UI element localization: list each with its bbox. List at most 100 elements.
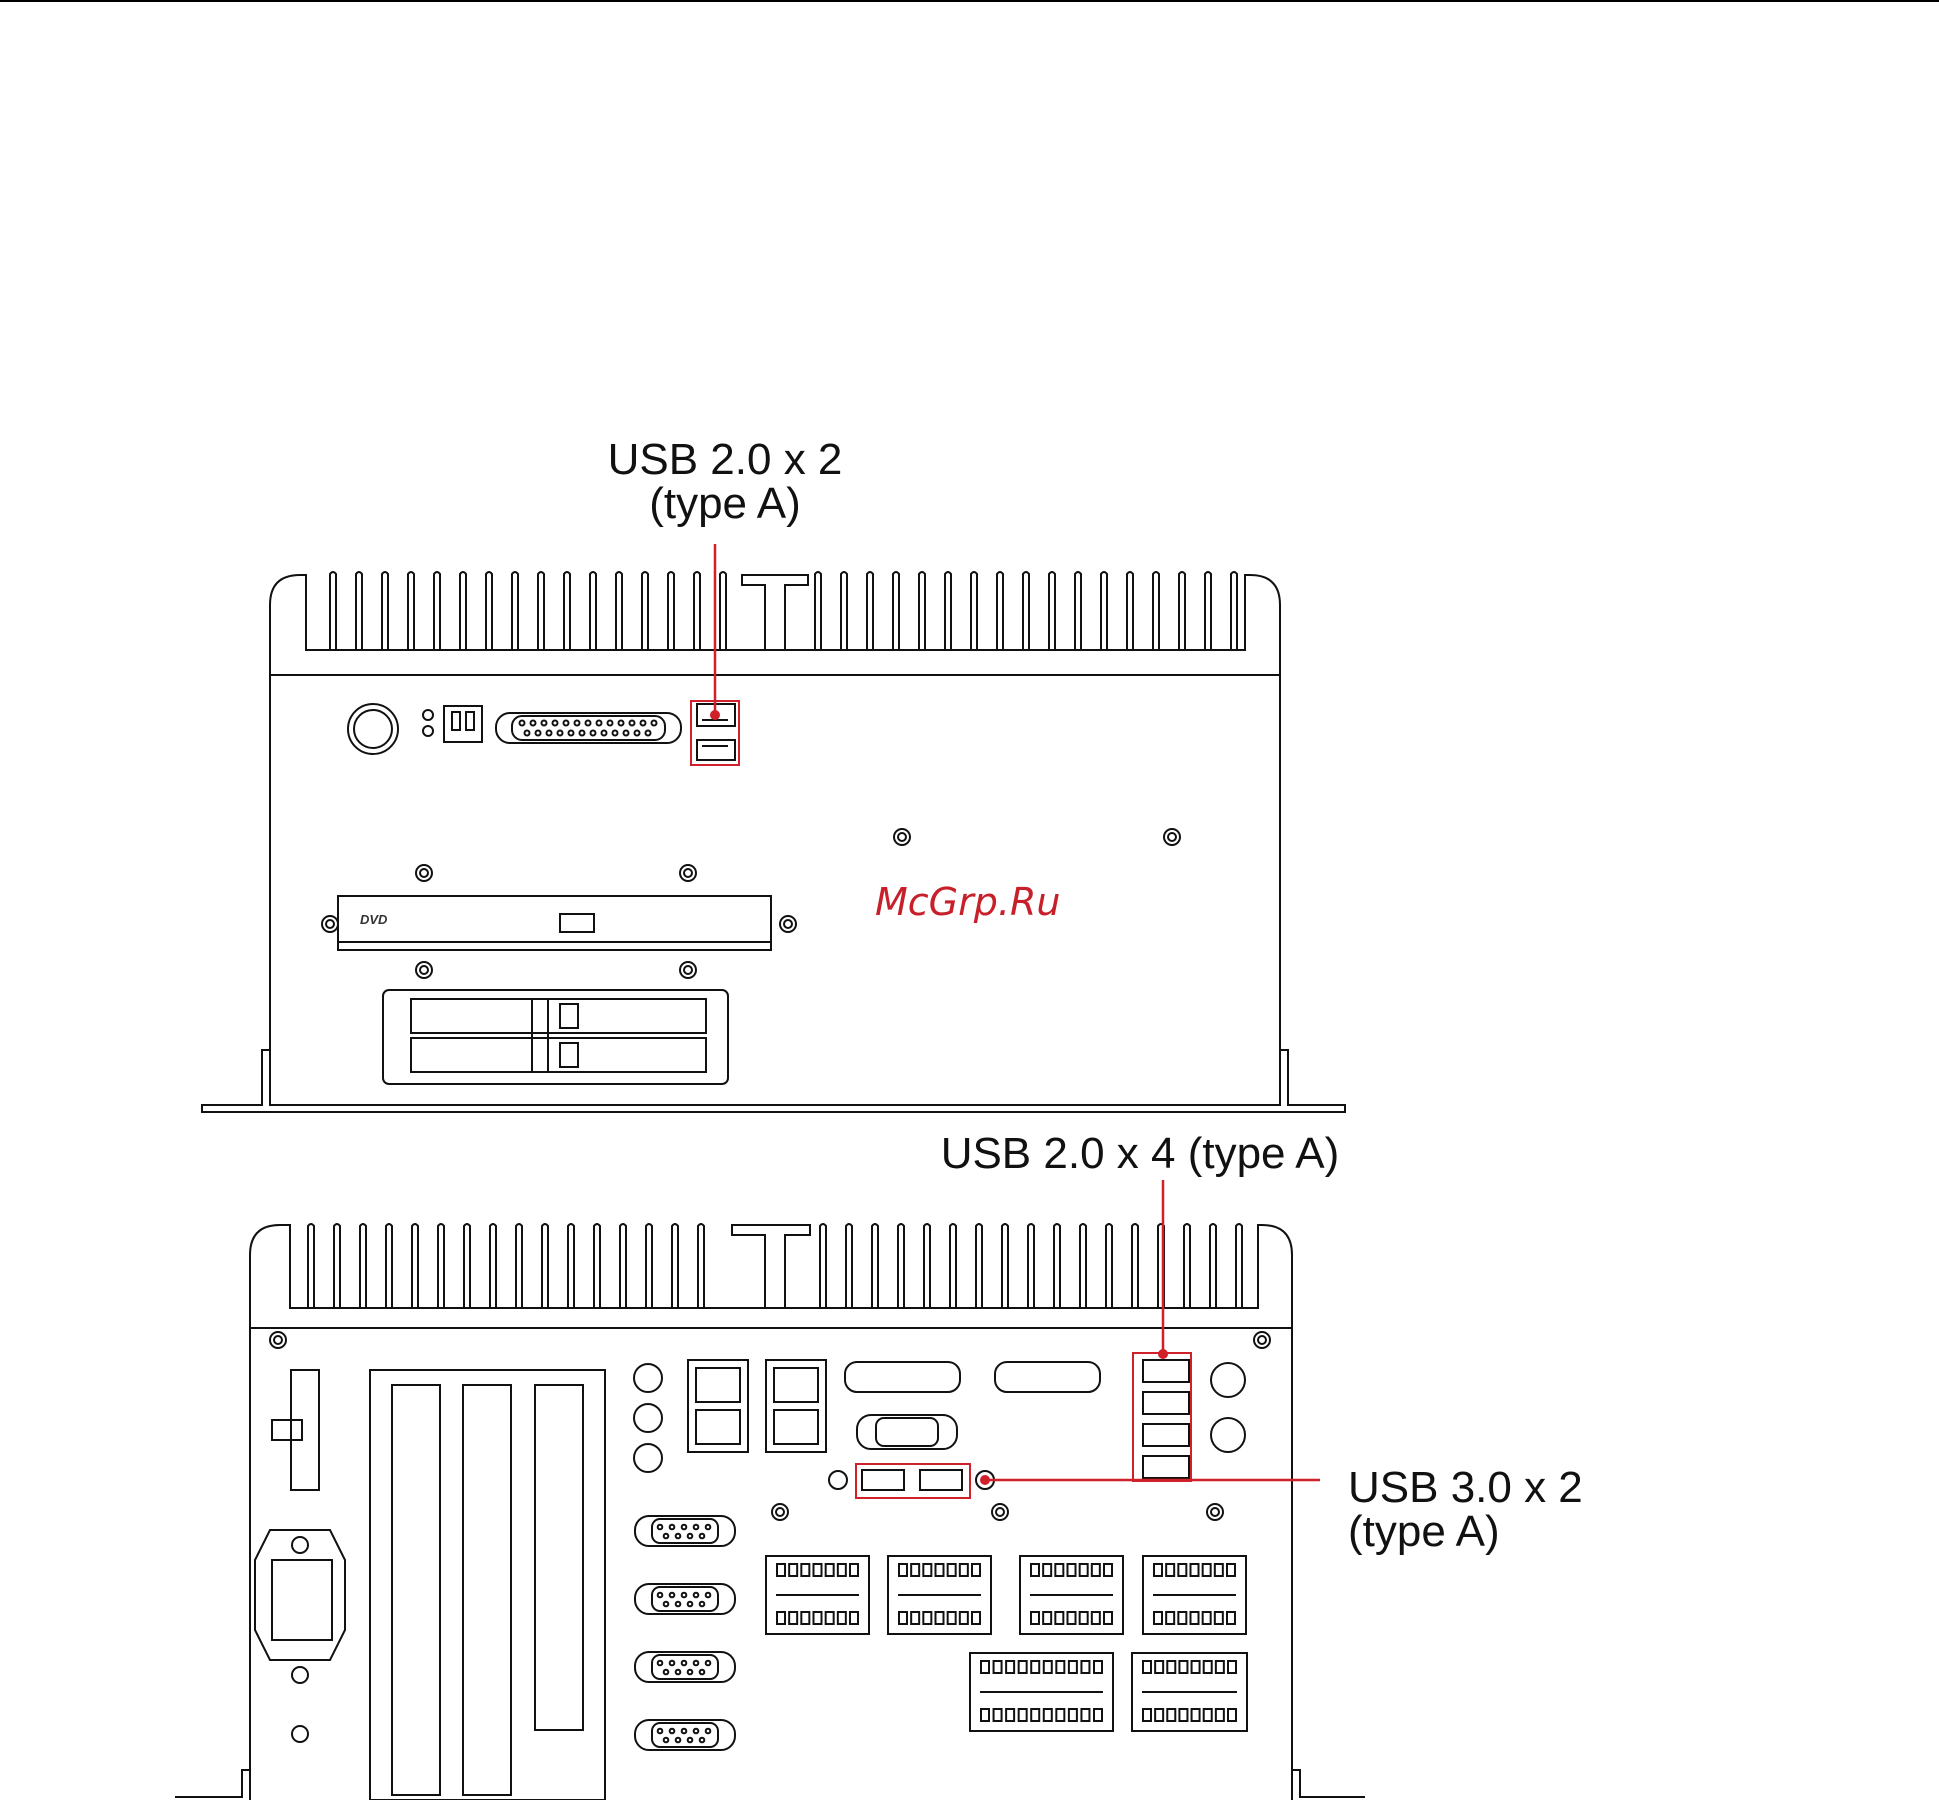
front-heatsink-fins [330,572,1237,650]
connector-pin [664,1534,669,1539]
connector-pin [597,721,602,726]
heatsink-fin [815,572,821,650]
audio-jack[interactable] [634,1444,662,1472]
terminal-pin [1143,1661,1151,1673]
terminal-pin [1069,1661,1077,1673]
terminal-pin [777,1612,785,1624]
dvi-port-2[interactable] [995,1362,1100,1392]
heatsink-fin [334,1224,340,1308]
usb3-port[interactable] [920,1470,962,1490]
terminal-pin [1080,1564,1088,1576]
front-panel-view: DVD [202,572,1345,1112]
heatsink-fin [971,572,977,650]
connector-pin [688,1534,693,1539]
led-indicator [423,726,433,736]
usb2-port[interactable] [1143,1392,1189,1414]
power-button-inner [354,710,392,748]
usb2-port[interactable] [1143,1360,1189,1382]
lan-port[interactable] [774,1368,818,1402]
terminal-pin [911,1612,919,1624]
terminal-pin [1192,1709,1200,1721]
ac-inlet-socket [272,1560,332,1640]
connector-pin [700,1738,705,1743]
rear-usb2-label: USB 2.0 x 4 (type A) [941,1129,1340,1178]
terminal-pin [1081,1709,1089,1721]
screw [772,1504,788,1520]
audio-jack[interactable] [634,1404,662,1432]
connector-pin [670,1593,675,1598]
heatsink-fin [412,1224,418,1308]
heatsink-fin [945,572,951,650]
parallel-port[interactable] [496,713,681,743]
terminal-pin [1069,1709,1077,1721]
screw [894,829,910,845]
terminal-pin [1068,1564,1076,1576]
pci-slot-2[interactable] [463,1385,511,1795]
lan-port[interactable] [774,1410,818,1444]
parallel-port-pins [520,721,657,736]
heatsink-fin [408,572,414,650]
vga-port[interactable] [857,1415,957,1449]
terminal-pin [1031,1709,1039,1721]
hdd-latch [560,1004,578,1028]
connector-pin [706,1593,711,1598]
ac-inlet-screw [292,1537,308,1553]
rear-foot-left [175,1770,250,1797]
usb2-port[interactable] [1143,1456,1189,1478]
front-usb-dot [710,710,720,720]
terminal-pin [1056,1709,1064,1721]
heatsink-fin [438,1224,444,1308]
connector-pin [688,1738,693,1743]
terminal-pin [960,1612,968,1624]
audio-jack[interactable] [634,1364,662,1392]
heatsink-fin [1153,572,1159,650]
connector-pin [694,1525,699,1530]
terminal-pin [838,1564,846,1576]
terminal-pin [1178,1612,1186,1624]
heatsink-fin [568,1224,574,1308]
ps2-port-mouse[interactable] [1211,1418,1245,1452]
hdd-bay-bottom[interactable] [411,1038,706,1072]
pci-slot-3[interactable] [535,1385,583,1730]
connector-pin [525,731,530,736]
terminal-pin [466,712,474,730]
terminal-pin [826,1564,834,1576]
terminal-pin [1043,1564,1051,1576]
connector-pin [688,1670,693,1675]
heatsink-fin [698,1224,704,1308]
com-port [635,1584,735,1614]
rear-handle-slot [732,1225,810,1308]
screw [992,1504,1008,1520]
connector-pin [536,731,541,736]
terminal-pin [1006,1661,1014,1673]
screw [270,1332,286,1348]
heatsink-fin [997,572,1003,650]
terminal-pin [1044,1661,1052,1673]
usb2-port[interactable] [1143,1424,1189,1446]
terminal-pin [777,1564,785,1576]
front-usb-port[interactable] [697,740,735,760]
pci-slot-1[interactable] [392,1385,440,1795]
dc-power-terminal[interactable] [291,1370,319,1490]
connector-pin [569,731,574,736]
heatsink-fin [1231,572,1237,650]
connector-pin [586,721,591,726]
rear-usb3-label-line1: USB 3.0 x 2 [1348,1463,1583,1512]
connector-pin [682,1729,687,1734]
dvi-port-1[interactable] [845,1362,960,1392]
terminal-pin [1216,1709,1224,1721]
heatsink-fin [490,1224,496,1308]
power-button[interactable] [348,704,398,754]
terminal-pin [981,1661,989,1673]
ps2-port-keyboard[interactable] [1211,1363,1245,1397]
lan-port[interactable] [696,1410,740,1444]
terminal-pin [1215,1612,1223,1624]
connector-pin [676,1670,681,1675]
connector-pin [641,721,646,726]
lan-port[interactable] [696,1368,740,1402]
dvd-eject-button[interactable] [560,914,594,932]
usb3-port[interactable] [862,1470,904,1490]
hdd-bay-top[interactable] [411,999,706,1033]
heatsink-fin [464,1224,470,1308]
heatsink-fin [919,572,925,650]
